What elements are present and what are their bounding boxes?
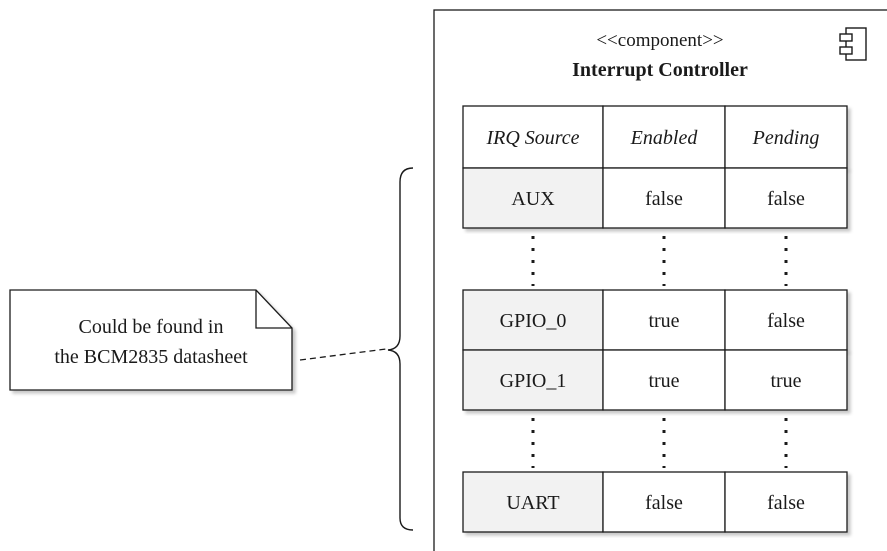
note-line-1: Could be found in [79, 316, 224, 338]
cell-source: AUX [511, 188, 555, 210]
cell-enabled: true [648, 310, 679, 332]
note-connector [299, 348, 387, 361]
table-row [462, 289, 848, 351]
cell-pending: true [770, 370, 801, 392]
curly-brace [387, 167, 414, 531]
header-enabled: Enabled [630, 127, 699, 149]
component-icon [839, 27, 867, 61]
ellipsis-dots [531, 418, 788, 468]
cell-pending: false [767, 492, 805, 514]
ellipsis-dots [531, 236, 788, 286]
cell-enabled: false [645, 492, 683, 514]
note-fold [255, 290, 292, 329]
cell-enabled: false [645, 188, 683, 210]
cell-pending: false [767, 310, 805, 332]
component-frame [433, 9, 887, 551]
note-box [9, 289, 293, 391]
table-header [462, 105, 848, 169]
component-name: Interrupt Controller [572, 59, 748, 81]
header-irq-source: IRQ Source [485, 127, 579, 149]
table-row [462, 349, 848, 411]
cell-source: GPIO_1 [500, 370, 567, 392]
table-row [462, 471, 848, 533]
table-row [462, 167, 848, 229]
cell-source: UART [506, 492, 559, 514]
cell-source: GPIO_0 [500, 310, 567, 332]
cell-enabled: true [648, 370, 679, 392]
header-pending: Pending [752, 127, 820, 149]
note-line-2: the BCM2835 datasheet [54, 346, 248, 368]
cell-pending: false [767, 188, 805, 210]
component-stereotype: <<component>> [596, 30, 723, 51]
